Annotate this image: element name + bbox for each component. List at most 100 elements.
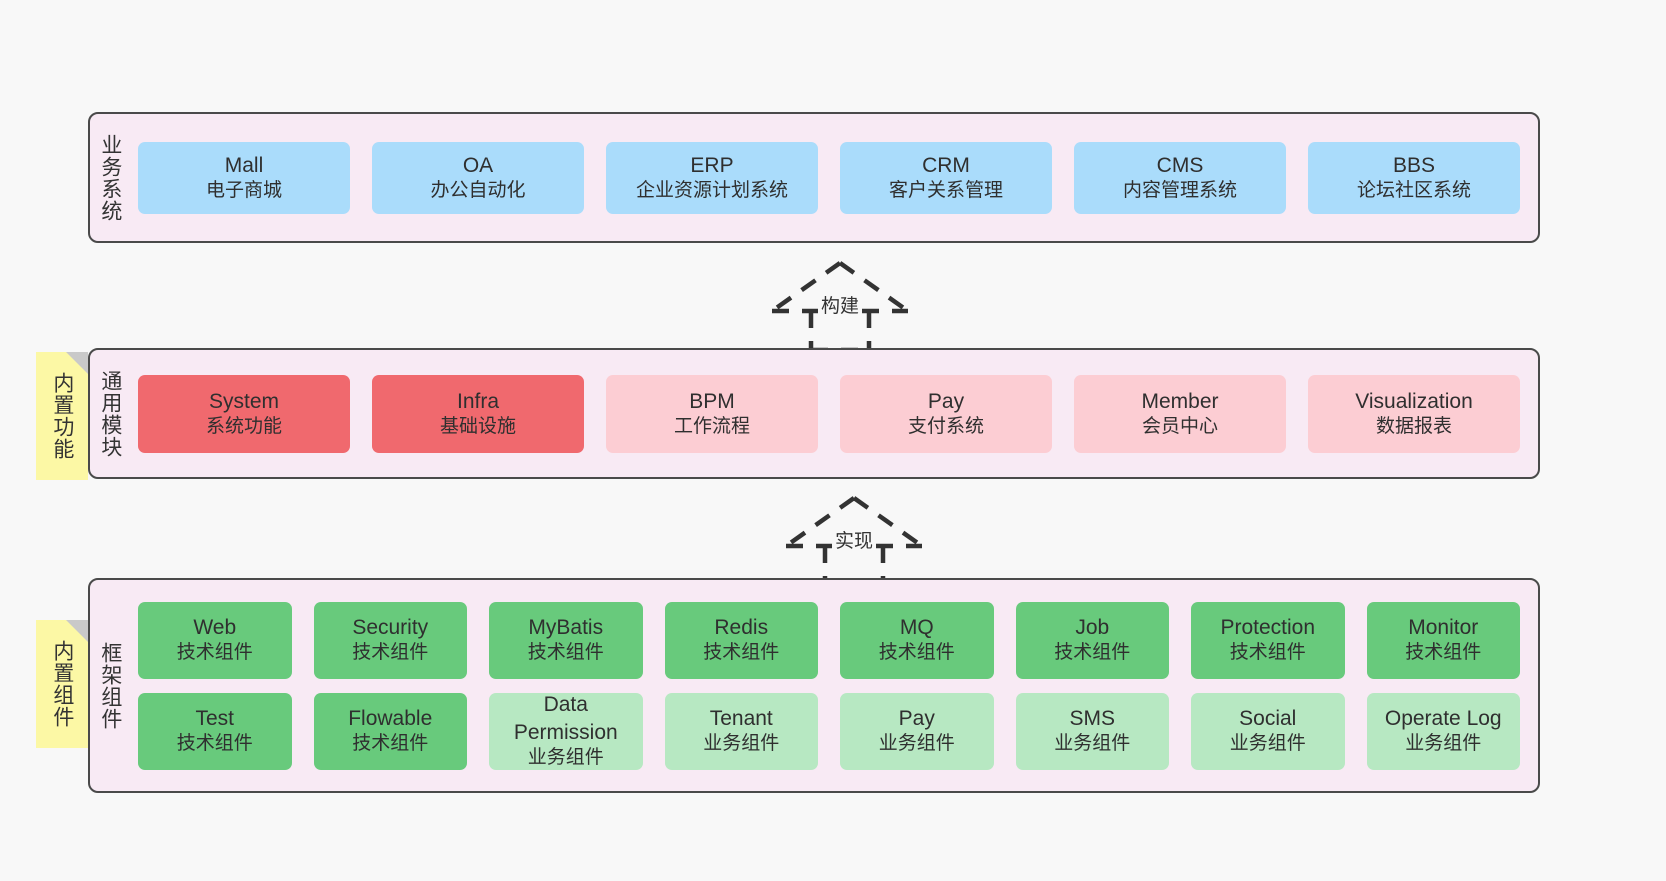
box-visualization-cn: 数据报表 bbox=[1375, 415, 1452, 437]
box-mq-cn: 技术组件 bbox=[878, 642, 955, 664]
box-redis[interactable]: Redis 技术组件 bbox=[664, 601, 818, 679]
box-data-permission[interactable]: Data Permission 业务组件 bbox=[489, 692, 643, 770]
box-bbs-en: BBS bbox=[1392, 153, 1436, 177]
layer-title-framework-component: 框架组件 bbox=[98, 641, 122, 730]
box-social[interactable]: Social 业务组件 bbox=[1191, 692, 1345, 770]
connector-build: 构建 bbox=[760, 257, 920, 357]
box-protection[interactable]: Protection 技术组件 bbox=[1191, 601, 1345, 679]
box-pay-module-en: Pay bbox=[927, 389, 965, 413]
box-tenant[interactable]: Tenant 业务组件 bbox=[664, 692, 818, 770]
box-member[interactable]: Member 会员中心 bbox=[1074, 374, 1286, 453]
box-monitor[interactable]: Monitor 技术组件 bbox=[1366, 601, 1520, 679]
box-mq-en: MQ bbox=[899, 616, 934, 639]
box-test-cn: 技术组件 bbox=[176, 733, 253, 755]
box-erp-en: ERP bbox=[690, 153, 734, 177]
row-common-modules: System 系统功能 Infra 基础设施 BPM 工作流程 Pay 支付系统… bbox=[138, 374, 1520, 453]
box-test[interactable]: Test 技术组件 bbox=[138, 692, 292, 770]
box-redis-en: Redis bbox=[714, 616, 769, 639]
box-system-en: System bbox=[208, 389, 279, 413]
note-builtin-component: 内置组件 bbox=[36, 620, 88, 748]
box-bpm-en: BPM bbox=[689, 389, 735, 413]
box-bpm[interactable]: BPM 工作流程 bbox=[606, 374, 818, 453]
note-builtin-component-label: 内置组件 bbox=[50, 640, 74, 728]
box-oa[interactable]: OA 办公自动化 bbox=[372, 141, 584, 214]
row-tech-components: Web 技术组件 Security 技术组件 MyBatis 技术组件 Redi… bbox=[138, 601, 1520, 679]
layer-title-business-system: 业务系统 bbox=[98, 133, 122, 222]
box-system-cn: 系统功能 bbox=[205, 415, 282, 437]
box-web-cn: 技术组件 bbox=[176, 642, 253, 664]
box-security-cn: 技术组件 bbox=[352, 642, 429, 664]
box-job[interactable]: Job 技术组件 bbox=[1015, 601, 1169, 679]
box-data-permission-en: Data Permission bbox=[513, 693, 618, 744]
box-mybatis[interactable]: MyBatis 技术组件 bbox=[489, 601, 643, 679]
connector-implement-label: 实现 bbox=[831, 526, 877, 553]
box-web[interactable]: Web 技术组件 bbox=[138, 601, 292, 679]
box-tenant-en: Tenant bbox=[709, 707, 773, 730]
box-infra-en: Infra bbox=[456, 389, 500, 413]
box-sms[interactable]: SMS 业务组件 bbox=[1015, 692, 1169, 770]
box-flowable[interactable]: Flowable 技术组件 bbox=[313, 692, 467, 770]
box-flowable-cn: 技术组件 bbox=[352, 733, 429, 755]
box-crm[interactable]: CRM 客户关系管理 bbox=[840, 141, 1052, 214]
layer-body-framework-component: Web 技术组件 Security 技术组件 MyBatis 技术组件 Redi… bbox=[130, 580, 1538, 791]
box-pay-component[interactable]: Pay 业务组件 bbox=[840, 692, 994, 770]
box-cms[interactable]: CMS 内容管理系统 bbox=[1074, 141, 1286, 214]
box-member-cn: 会员中心 bbox=[1141, 415, 1218, 437]
box-visualization-en: Visualization bbox=[1355, 389, 1473, 413]
layer-business-system: 业务系统 Mall 电子商城 OA 办公自动化 ERP 企业资源计划系统 CRM bbox=[88, 112, 1540, 243]
box-operate-log[interactable]: Operate Log 业务组件 bbox=[1366, 692, 1520, 770]
box-pay-component-en: Pay bbox=[898, 707, 935, 730]
row-business-components: Test 技术组件 Flowable 技术组件 Data Permission … bbox=[138, 692, 1520, 770]
note-fold-corner-icon bbox=[66, 620, 88, 642]
box-security-en: Security bbox=[352, 616, 429, 639]
layer-body-common-module: System 系统功能 Infra 基础设施 BPM 工作流程 Pay 支付系统… bbox=[130, 350, 1538, 477]
box-sms-cn: 业务组件 bbox=[1054, 733, 1131, 755]
note-builtin-function: 内置功能 bbox=[36, 352, 88, 480]
box-oa-en: OA bbox=[462, 153, 494, 177]
row-business-systems: Mall 电子商城 OA 办公自动化 ERP 企业资源计划系统 CRM 客户关系… bbox=[138, 141, 1520, 214]
box-sms-en: SMS bbox=[1069, 707, 1115, 730]
box-mq[interactable]: MQ 技术组件 bbox=[840, 601, 994, 679]
box-erp[interactable]: ERP 企业资源计划系统 bbox=[606, 141, 818, 214]
box-cms-cn: 内容管理系统 bbox=[1122, 179, 1237, 201]
box-bbs[interactable]: BBS 论坛社区系统 bbox=[1308, 141, 1520, 214]
box-mall-cn: 电子商城 bbox=[205, 179, 282, 201]
box-mybatis-cn: 技术组件 bbox=[527, 642, 604, 664]
layer-common-module: 通用模块 System 系统功能 Infra 基础设施 BPM 工作流程 Pay bbox=[88, 348, 1540, 479]
box-pay-module[interactable]: Pay 支付系统 bbox=[840, 374, 1052, 453]
note-fold-corner-icon bbox=[66, 352, 88, 374]
box-visualization[interactable]: Visualization 数据报表 bbox=[1308, 374, 1520, 453]
box-security[interactable]: Security 技术组件 bbox=[313, 601, 467, 679]
box-mybatis-en: MyBatis bbox=[528, 616, 604, 639]
box-bbs-cn: 论坛社区系统 bbox=[1356, 179, 1471, 201]
box-social-cn: 业务组件 bbox=[1229, 733, 1306, 755]
box-data-permission-cn: 业务组件 bbox=[527, 746, 604, 768]
layer-body-business-system: Mall 电子商城 OA 办公自动化 ERP 企业资源计划系统 CRM 客户关系… bbox=[130, 114, 1538, 241]
box-job-cn: 技术组件 bbox=[1054, 642, 1131, 664]
box-web-en: Web bbox=[193, 616, 237, 639]
note-builtin-function-label: 内置功能 bbox=[50, 372, 74, 460]
box-oa-cn: 办公自动化 bbox=[430, 179, 526, 201]
layer-title-common-module: 通用模块 bbox=[98, 369, 122, 458]
box-member-en: Member bbox=[1141, 389, 1219, 413]
box-erp-cn: 企业资源计划系统 bbox=[635, 179, 788, 201]
box-pay-component-cn: 业务组件 bbox=[878, 733, 955, 755]
box-social-en: Social bbox=[1239, 707, 1297, 730]
box-system[interactable]: System 系统功能 bbox=[138, 374, 350, 453]
box-infra[interactable]: Infra 基础设施 bbox=[372, 374, 584, 453]
box-monitor-en: Monitor bbox=[1408, 616, 1479, 639]
connector-build-label: 构建 bbox=[817, 291, 863, 318]
box-monitor-cn: 技术组件 bbox=[1405, 642, 1482, 664]
box-test-en: Test bbox=[195, 707, 234, 730]
box-flowable-en: Flowable bbox=[348, 707, 433, 730]
box-crm-en: CRM bbox=[922, 153, 970, 177]
box-pay-module-cn: 支付系统 bbox=[907, 415, 984, 437]
box-protection-en: Protection bbox=[1220, 616, 1316, 639]
box-mall[interactable]: Mall 电子商城 bbox=[138, 141, 350, 214]
box-crm-cn: 客户关系管理 bbox=[888, 179, 1003, 201]
box-redis-cn: 技术组件 bbox=[703, 642, 780, 664]
box-operate-log-en: Operate Log bbox=[1384, 707, 1502, 730]
connector-implement: 实现 bbox=[774, 492, 934, 592]
box-job-en: Job bbox=[1075, 616, 1110, 639]
